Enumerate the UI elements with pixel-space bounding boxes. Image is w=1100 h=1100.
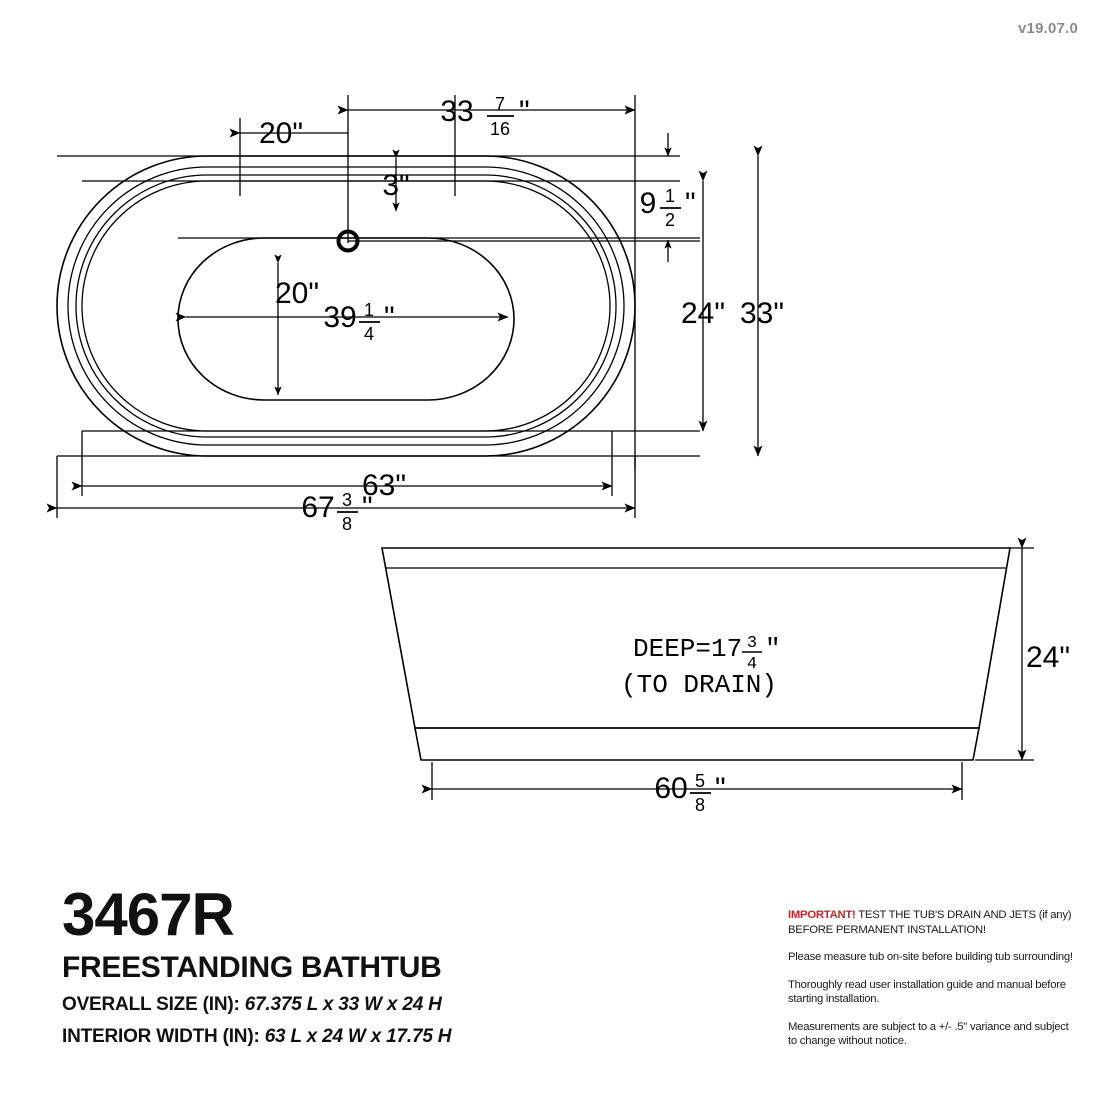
dim-overall-width: 33" — [740, 297, 784, 330]
overall-size-label: OVERALL SIZE (IN): — [62, 994, 240, 1015]
dim-drain-from-left-end: 20" — [259, 117, 303, 150]
svg-text:67: 67 — [301, 491, 334, 524]
overall-size-line: OVERALL SIZE (IN): 67.375 L x 33 W x 24 … — [62, 991, 622, 1019]
dim-basin-width: 20" — [275, 277, 319, 310]
svg-text:DEEP=17: DEEP=17 — [633, 634, 742, 664]
product-spec-block: 3467R FREESTANDING BATHTUB OVERALL SIZE … — [62, 884, 622, 1051]
plan-view-dimension-lines — [46, 95, 763, 518]
svg-text:9: 9 — [640, 187, 657, 220]
product-type: FREESTANDING BATHTUB — [62, 951, 442, 984]
svg-text:5: 5 — [695, 771, 705, 791]
important-body: TEST THE TUB'S DRAIN AND JETS (if any) B… — [788, 909, 1072, 936]
svg-text:60: 60 — [654, 772, 687, 805]
svg-text:24": 24" — [681, 297, 725, 330]
svg-text:3: 3 — [342, 490, 352, 510]
elevation-depth-label: DEEP=17 3 4 " (TO DRAIN) — [621, 634, 781, 700]
note-variance: Measurements are subject to a +/- .5" va… — [788, 1020, 1069, 1048]
important-tag: IMPORTANT! — [788, 909, 856, 921]
svg-text:(TO DRAIN): (TO DRAIN) — [621, 670, 777, 700]
interior-width-value: 63 L x 24 W x 17.75 H — [264, 1026, 452, 1047]
svg-text:3: 3 — [747, 634, 757, 653]
svg-text:24": 24" — [1026, 641, 1070, 674]
dim-interior-length: 63" — [362, 469, 406, 502]
dim-rim-to-basin: 9 1 2 " — [640, 186, 696, 230]
svg-text:20": 20" — [259, 117, 303, 150]
dim-overall-length: 67 3 8 " — [301, 490, 372, 534]
dim-basin-length: 39 1 4 " — [323, 300, 394, 344]
version-label: v19.07.0 — [1018, 20, 1078, 37]
svg-text:": " — [362, 491, 373, 524]
svg-text:20": 20" — [275, 277, 319, 310]
svg-text:2: 2 — [665, 210, 675, 230]
note-measure: Please measure tub on-site before buildi… — [788, 951, 1073, 963]
svg-text:1: 1 — [665, 186, 675, 206]
dim-drain-from-rim: 3" — [382, 169, 409, 202]
interior-width-label: INTERIOR WIDTH (IN): — [62, 1026, 260, 1047]
svg-text:4: 4 — [747, 655, 757, 674]
dim-elevation-height: 24" — [1026, 641, 1070, 674]
installation-notes-block: IMPORTANT! TEST THE TUB'S DRAIN AND JETS… — [788, 908, 1080, 1049]
svg-text:": " — [384, 301, 395, 334]
svg-text:7: 7 — [495, 94, 505, 114]
svg-text:": " — [685, 187, 696, 220]
overall-size-value: 67.375 L x 33 W x 24 H — [244, 994, 442, 1015]
model-number: 3467R — [62, 881, 235, 948]
svg-text:33: 33 — [440, 95, 473, 128]
svg-text:1: 1 — [364, 300, 374, 320]
note-important: IMPORTANT! TEST THE TUB'S DRAIN AND JETS… — [788, 908, 1080, 937]
interior-width-line: INTERIOR WIDTH (IN): 63 L x 24 W x 17.75… — [62, 1023, 622, 1051]
svg-text:16: 16 — [490, 119, 510, 139]
svg-text:3": 3" — [382, 169, 409, 202]
dim-interior-width: 24" — [681, 297, 725, 330]
svg-text:39: 39 — [323, 301, 356, 334]
svg-text:4: 4 — [364, 324, 374, 344]
svg-text:63": 63" — [362, 469, 406, 502]
svg-text:": " — [519, 95, 530, 128]
svg-text:8: 8 — [695, 795, 705, 815]
dim-drain-to-right-end: 33 7 16 " — [440, 94, 529, 139]
svg-text:8: 8 — [342, 514, 352, 534]
note-read-guide: Thoroughly read user installation guide … — [788, 978, 1066, 1006]
svg-text:33": 33" — [740, 297, 784, 330]
svg-text:": " — [715, 772, 726, 805]
elevation-view-dimension-lines — [421, 537, 1034, 800]
dim-elevation-base-width: 60 5 8 " — [654, 771, 725, 815]
svg-text:": " — [765, 634, 781, 664]
elevation-view-tub-outline — [381, 547, 1011, 761]
